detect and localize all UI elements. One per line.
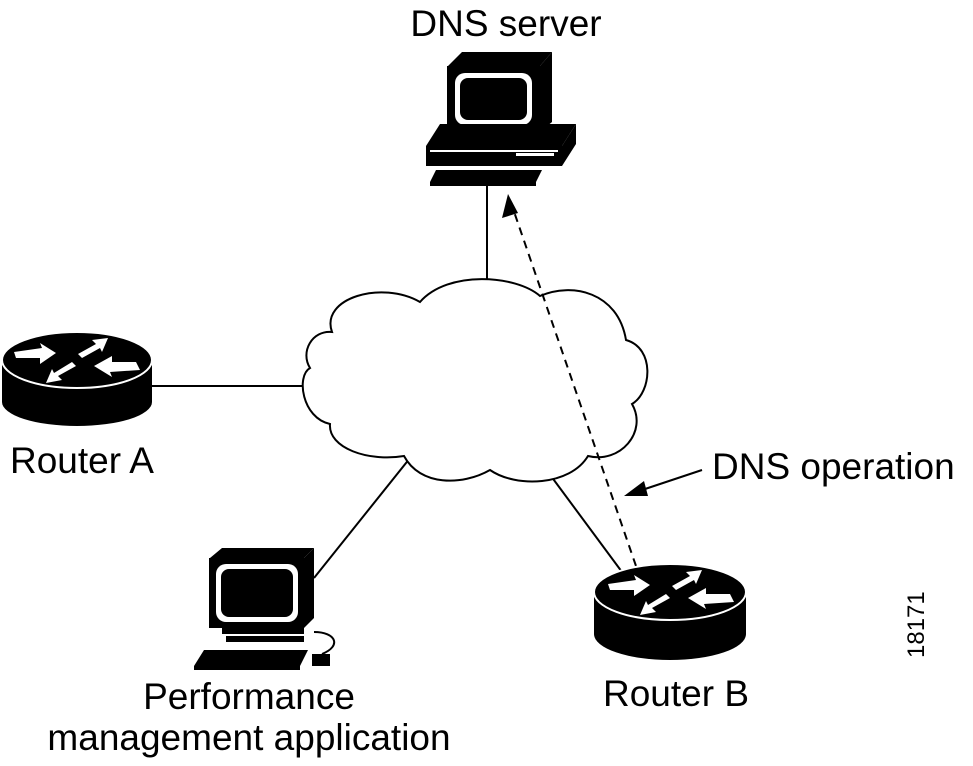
dns-operation-path xyxy=(509,199,637,567)
router-a-icon xyxy=(1,331,153,426)
performance-app-computer-icon xyxy=(194,548,336,670)
dns-operation-arrowhead xyxy=(502,194,518,218)
dns-server-computer-icon xyxy=(426,52,576,186)
dns-operation-callout xyxy=(635,469,703,493)
performance-app-label: Performance management application xyxy=(24,676,474,758)
cloud-icon xyxy=(301,278,649,483)
router-b-label: Router B xyxy=(602,673,749,714)
link-perf-app-cloud xyxy=(313,457,411,579)
dns-operation-label: DNS operation xyxy=(712,446,955,487)
performance-app-label-line2: management application xyxy=(47,717,451,758)
dns-server-label: DNS server xyxy=(410,3,602,44)
dns-operation-callout-arrowhead xyxy=(624,481,648,496)
link-router-b-cloud xyxy=(547,471,623,573)
performance-app-label-line1: Performance xyxy=(143,676,355,717)
router-b-icon xyxy=(593,563,747,660)
figure-id-label: 18171 xyxy=(903,591,930,658)
router-a-label: Router A xyxy=(10,440,154,481)
